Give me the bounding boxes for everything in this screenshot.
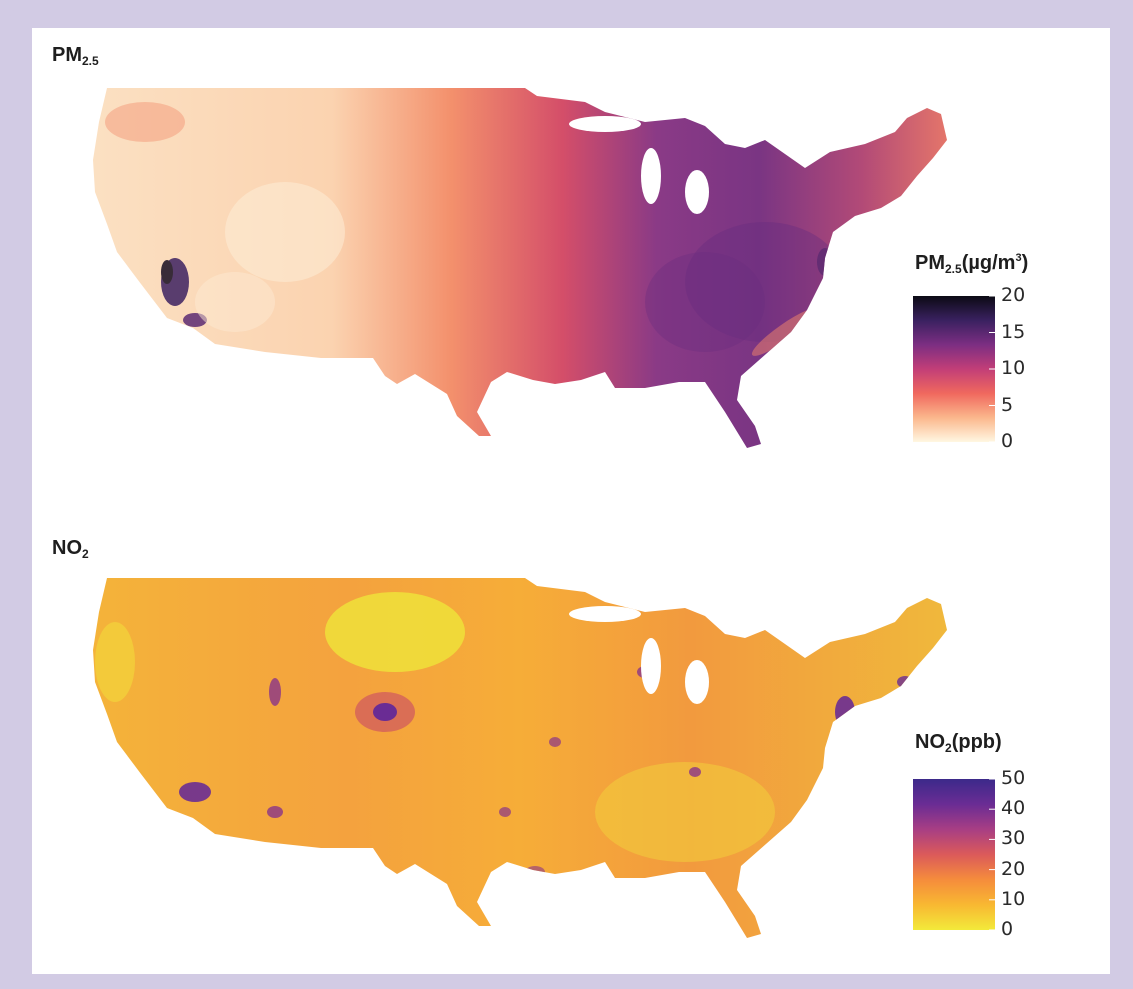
pm25-colorbar-gradient [913,296,995,442]
no2-tick-label: 10 [1001,887,1026,910]
no2-tick-label: 40 [1001,797,1026,820]
lake-superior-no2 [569,606,641,622]
no2-tick-label: 50 [1001,767,1026,789]
pm25-tick-label: 10 [1001,357,1026,379]
lake-huron-pm [685,170,709,214]
lake-superior-pm [569,116,641,132]
lake-michigan-no2 [641,638,661,694]
no2-legend-title: NO2(ppb) [915,731,1002,755]
pm25-tick-label: 5 [1001,393,1014,416]
lake-huron-no2 [685,660,709,704]
pm25-map [93,88,947,448]
lake-michigan-pm [641,148,661,204]
no2-tick-label: 30 [1001,827,1026,850]
pm25-tick-label: 0 [1001,430,1014,452]
pm25-map-title: PM2.5 [52,44,99,68]
no2-colorbar [913,779,995,930]
pm25-tick-label: 20 [1001,284,1026,306]
no2-tick-label: 20 [1001,857,1026,880]
pm25-colorbar [913,296,995,442]
no2-map-title: NO2 [52,537,89,561]
no2-colorbar-gradient [913,779,995,930]
pm25-tick-label: 15 [1001,320,1026,343]
no2-map [93,578,947,938]
no2-tick-label: 0 [1001,918,1014,940]
pm25-legend-title: PM2.5(µg/m3) [915,252,1029,276]
